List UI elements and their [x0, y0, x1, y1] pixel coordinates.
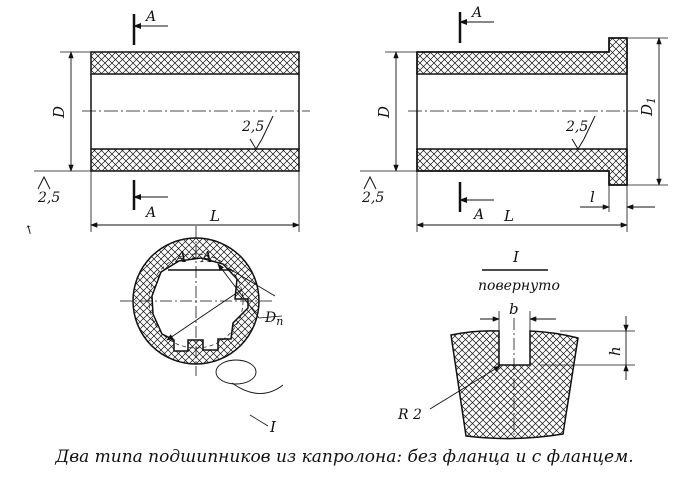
section-marker-bottom: A — [144, 205, 156, 221]
section-marker-bottom-flange: A — [472, 207, 484, 223]
bushing-without-flange: A A D L 2,5 2,5 — [34, 9, 310, 232]
dimension-dn-label: Dп — [264, 310, 283, 328]
lower-flange-wall-hatch — [416, 148, 628, 186]
detail-i: I повернуто b h R 2 — [397, 248, 635, 440]
radius-label: R 2 — [397, 407, 422, 423]
detail-keyway-section — [450, 330, 579, 440]
roughness-outer-value-flange: 2,5 — [361, 190, 384, 206]
section-marker-top-flange: A — [470, 5, 482, 21]
roughness-symbol-outer — [37, 175, 51, 190]
radius-leader — [429, 365, 501, 410]
dimension-d1-label: D1 — [638, 97, 658, 117]
roughness-symbol-inner — [249, 138, 263, 150]
roughness-inner-value-flange: 2,5 — [565, 119, 588, 135]
roughness-outer-value: 2,5 — [37, 190, 60, 206]
technical-drawing: A A D L 2,5 2,5 A A — [20, 5, 668, 440]
roughness-symbol-outer-flange — [363, 175, 377, 190]
dimension-l-label: L — [209, 207, 220, 225]
dimension-flange-thickness-label: l — [590, 188, 595, 206]
ring-cross-section — [132, 237, 260, 365]
dimension-b-label: b — [509, 300, 519, 318]
detail-subtitle: повернуто — [478, 278, 560, 294]
detail-callout-circle — [215, 359, 257, 385]
detail-title: I — [512, 248, 520, 266]
roughness-symbol-inner-flange — [571, 138, 585, 150]
detail-callout-marker: I — [269, 418, 277, 436]
lower-wall-hatch — [90, 148, 300, 172]
upper-flange-wall-hatch — [416, 37, 628, 75]
dimension-d-label-flange: D — [375, 106, 393, 119]
dimension-l-label-flange: L — [503, 207, 514, 225]
dimension-h-label: h — [606, 346, 624, 356]
figure-caption: Два типа подшипников из капролона: без ф… — [55, 447, 634, 467]
upper-wall-hatch — [90, 51, 300, 75]
bushing-with-flange: A A D D1 L l 2,5 2,5 — [360, 5, 668, 232]
section-marker-top: A — [144, 9, 156, 25]
dimension-d-label: D — [50, 106, 68, 119]
section-a-a: A - A Dп I — [120, 226, 283, 436]
roughness-inner-value: 2,5 — [241, 119, 264, 135]
stray-mark: ↗ — [20, 222, 37, 238]
